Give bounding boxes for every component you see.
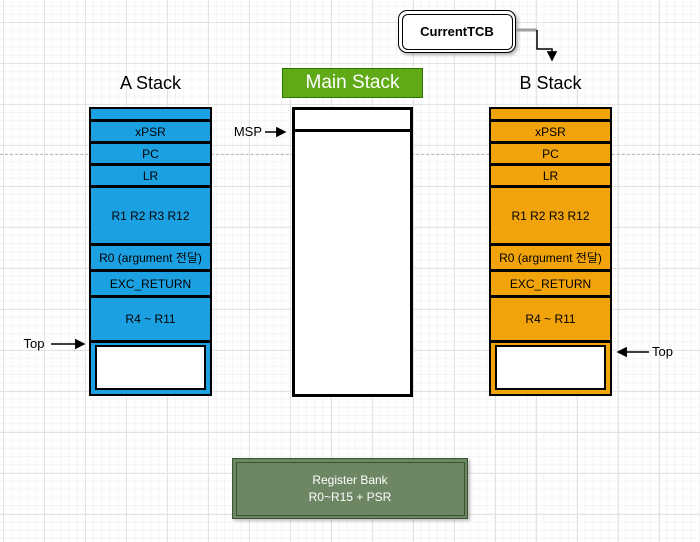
main-stack-title: Main Stack <box>305 72 400 93</box>
register-bank-box: Register Bank R0~R15 + PSR <box>232 458 468 519</box>
current-tcb-box: CurrentTCB <box>398 10 516 53</box>
register-bank-line1: Register Bank <box>312 472 388 487</box>
b-stack-empty-band <box>491 109 610 122</box>
a-stack-row-exc-return: EXC_RETURN <box>91 272 210 298</box>
b-stack-top-empty-cell <box>495 345 606 390</box>
a-stack: xPSR PC LR R1 R2 R3 R12 R0 (argument 전달)… <box>89 107 212 396</box>
current-tcb-label: CurrentTCB <box>401 13 513 50</box>
top-pointer-label-b: Top <box>652 344 673 359</box>
a-stack-row-xpsr: xPSR <box>91 122 210 144</box>
b-stack-row-r4-r11: R4 ~ R11 <box>491 298 610 343</box>
a-stack-row-r0: R0 (argument 전달) <box>91 246 210 272</box>
b-stack-row-r1-r12: R1 R2 R3 R12 <box>491 188 610 246</box>
top-pointer-label-a: Top <box>23 336 45 351</box>
a-stack-row-pc: PC <box>91 144 210 166</box>
b-stack: xPSR PC LR R1 R2 R3 R12 R0 (argument 전달)… <box>489 107 612 396</box>
msp-line <box>295 110 410 132</box>
register-bank-line2: R0~R15 + PSR <box>308 489 392 504</box>
a-stack-top-empty-cell <box>95 345 206 390</box>
b-stack-row-lr: LR <box>491 166 610 188</box>
a-stack-empty-band <box>91 109 210 122</box>
main-stack-title-box: Main Stack <box>282 68 423 98</box>
a-stack-row-r4-r11: R4 ~ R11 <box>91 298 210 343</box>
a-stack-row-lr: LR <box>91 166 210 188</box>
b-stack-row-xpsr: xPSR <box>491 122 610 144</box>
a-stack-title: A Stack <box>119 73 182 93</box>
register-bank-content: Register Bank R0~R15 + PSR <box>235 461 465 516</box>
b-stack-row-pc: PC <box>491 144 610 166</box>
msp-pointer-label: MSP <box>233 124 262 139</box>
b-stack-title: B Stack <box>519 73 582 93</box>
b-stack-row-r0: R0 (argument 전달) <box>491 246 610 272</box>
a-stack-row-r1-r12: R1 R2 R3 R12 <box>91 188 210 246</box>
current-tcb-to-b-stack-arrow <box>536 30 558 62</box>
main-stack <box>292 107 413 397</box>
b-stack-row-exc-return: EXC_RETURN <box>491 272 610 298</box>
